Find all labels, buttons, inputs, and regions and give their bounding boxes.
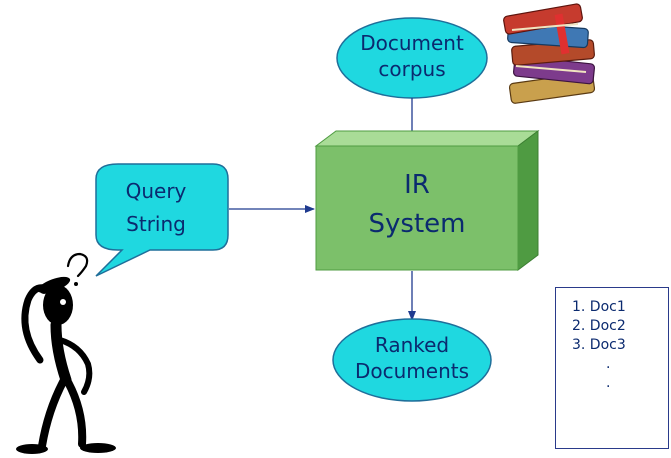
document-corpus-label-line2: corpus [378,57,445,81]
doc-list-item: 2. Doc2 [572,318,626,334]
ranked-documents-node: Ranked Documents [332,318,492,402]
ranked-document-list: 1. Doc1 2. Doc2 3. Doc3 . . [555,287,669,449]
thinking-person-icon [16,252,116,454]
doc-list-ellipsis: . [606,375,611,391]
doc-list-item: 1. Doc1 [572,299,626,315]
query-string-label-line1: Query [126,179,187,203]
books-icon [503,3,596,104]
ir-system-box: IR System [314,130,540,271]
document-corpus-label-line1: Document [360,31,464,55]
query-string-bubble: Query String [95,163,229,277]
ir-system-label-line2: System [369,209,466,239]
ir-system-label-line1: IR [404,170,430,200]
doc-list-item: 3. Doc3 [572,337,626,353]
query-string-label-line2: String [126,212,186,236]
ranked-documents-label-line2: Documents [355,359,469,383]
document-corpus-node: Document corpus [336,17,488,99]
ranked-documents-label-line1: Ranked [375,333,449,357]
doc-list-ellipsis: . [606,356,611,372]
